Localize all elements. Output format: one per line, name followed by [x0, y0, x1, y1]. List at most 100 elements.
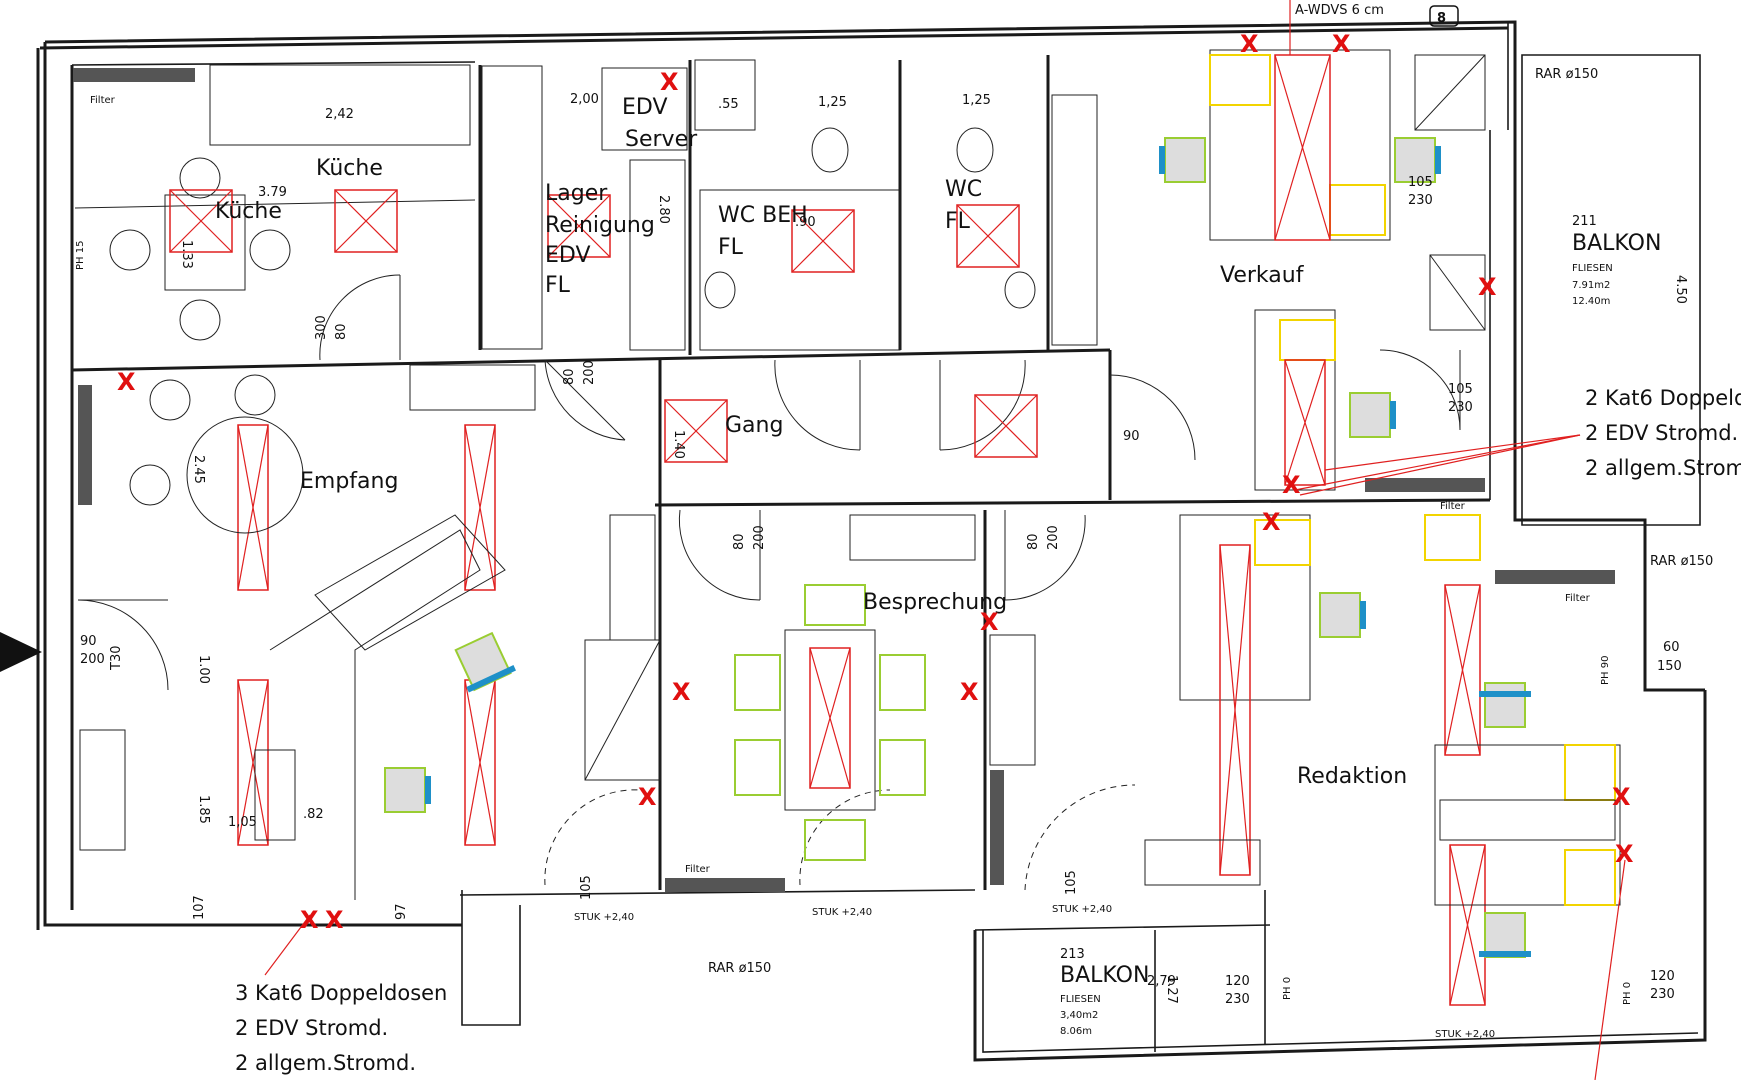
dim-55: .55 [718, 97, 739, 112]
dim-107: 107 [192, 895, 207, 920]
ceiling-panel-cross [464, 424, 496, 591]
wall-spec-label: A-WDVS 6 cm [1295, 3, 1384, 18]
outlet-x-marker: X [638, 783, 657, 811]
ceiling-panel-cross [974, 394, 1038, 458]
svg-text:8: 8 [1437, 11, 1446, 26]
balkon-bottom-perimeter: 8.06m [1060, 1026, 1092, 1037]
balkon-bottom-area: 3,40m2 [1060, 1010, 1098, 1021]
filter-label-kitchen: Filter [90, 95, 116, 106]
ceiling-panel-cross [237, 679, 269, 846]
note-bottom-line2: 2 EDV Stromd. [235, 1016, 388, 1040]
ceiling-panel [664, 399, 728, 463]
labels: A-WDVS 6 cm Küche Küche EDV Server Lager… [75, 3, 1741, 1075]
note-right-line2: 2 EDV Stromd. [1585, 421, 1738, 445]
ceiling-panel [956, 204, 1020, 268]
dim-230-sales: 230 [1408, 193, 1433, 208]
ceiling-panel [169, 189, 233, 253]
room-wcbeh-line1: WC BEH [718, 203, 808, 228]
filter-label-sales: Filter [1440, 501, 1466, 512]
doors [77, 274, 1461, 891]
ceiling-panel-cross [169, 189, 233, 253]
dim-120-right: 120 [1650, 969, 1675, 984]
dim-105-sales2: 105 [1448, 382, 1473, 397]
outlet-x-marker: X [1240, 30, 1259, 58]
room-empfang: Empfang [300, 469, 398, 494]
balkon-bottom-number: 213 [1060, 947, 1085, 962]
dim-150: 150 [1657, 659, 1682, 674]
meeting-table [409, 364, 1036, 861]
ceiling-panel-cross [464, 679, 496, 846]
stuk-label-2: STUK +2,40 [812, 907, 872, 918]
outlet-x-marker: X [1478, 273, 1497, 301]
outlet-x-marker: X [960, 678, 979, 706]
outlet-x-marker: X [1612, 783, 1631, 811]
note-bottom-line1: 3 Kat6 Doppeldosen [235, 981, 447, 1005]
ceiling-panel-cross [547, 194, 611, 258]
stuk-label-1: STUK +2,40 [574, 912, 634, 923]
dim-185: 1.85 [196, 795, 211, 824]
dim-200-door: 200 [582, 360, 597, 385]
dim-60: 60 [1663, 640, 1680, 655]
wc-fixtures [694, 59, 1098, 351]
dim-379: 3.79 [258, 185, 287, 200]
balkon-top-material: FLIESEN [1572, 263, 1613, 274]
ceiling-panel [237, 424, 269, 591]
outlet-x-marker: X [980, 608, 999, 636]
dim-140: 1.40 [671, 430, 686, 459]
ceiling-panel-cross [334, 189, 398, 253]
ph15-label: PH 15 [75, 241, 86, 270]
note-bottom-line3: 2 allgem.Stromd. [235, 1051, 416, 1075]
filter-label-editorial: Filter [1565, 593, 1591, 604]
dim-80-door: 80 [562, 368, 577, 385]
outlet-x-marker: X [325, 906, 344, 934]
outlet-x-marker: X [300, 906, 319, 934]
dim-80-redaktion: 80 [1026, 533, 1041, 550]
note-leaders [264, 0, 1626, 1080]
dim-200-entrance: 200 [80, 652, 105, 667]
dim-105-a: 105 [579, 875, 594, 900]
room-wc-line2: FL [945, 209, 971, 234]
dim-133: 1.33 [179, 240, 194, 269]
room-gang: Gang [725, 413, 783, 438]
entrance-arrow-icon [0, 632, 42, 672]
rar-top-label: RAR ø150 [1535, 67, 1598, 82]
room-kueche-small: Küche [215, 199, 282, 224]
dim-280: 2.80 [656, 195, 671, 224]
room-kueche: Küche [316, 156, 383, 181]
dim-200-redaktion: 200 [1046, 525, 1061, 550]
ceiling-panel-cross [956, 204, 1020, 268]
outlet-x-marker: X [1332, 30, 1351, 58]
ceiling-panel [464, 424, 496, 591]
stuk-label-3: STUK +2,40 [1052, 904, 1112, 915]
dim-105-b: 105 [1064, 870, 1079, 895]
ph90-label: PH 90 [1600, 656, 1611, 685]
dim-100: 1.00 [196, 655, 211, 684]
dim-97: 97 [394, 903, 409, 920]
balkon-bottom-material: FLIESEN [1060, 994, 1101, 1005]
ceiling-panel [974, 394, 1038, 458]
outlet-x-marker: X [1262, 508, 1281, 536]
dim-230-sales2: 230 [1448, 400, 1473, 415]
dim-230-balkon: 230 [1225, 992, 1250, 1007]
dim-80: 80 [334, 323, 349, 340]
rar-right-label: RAR ø150 [1650, 554, 1713, 569]
outlet-x-marker: X [672, 678, 691, 706]
dim-200: 2,00 [570, 92, 599, 107]
reception-desk [79, 374, 506, 900]
ceiling-panel [791, 209, 855, 273]
dim-125a: 1,25 [818, 95, 847, 110]
dim-125b: 1,25 [962, 93, 991, 108]
ceiling-panels [169, 189, 1038, 846]
room-besprechung: Besprechung [863, 590, 1007, 615]
dim-279: 2,79 [1147, 974, 1176, 989]
room-edv-line2: Server [625, 127, 698, 152]
ph0-label-1: PH 0 [1282, 977, 1293, 1000]
outlet-x-marker: X [117, 368, 136, 396]
ceiling-panel-cross [791, 209, 855, 273]
balkon-top-name: BALKON [1572, 231, 1661, 256]
stuk-label-4: STUK +2,40 [1435, 1029, 1495, 1040]
ceiling-panel [547, 194, 611, 258]
room-lager-line3: EDV [545, 243, 591, 268]
